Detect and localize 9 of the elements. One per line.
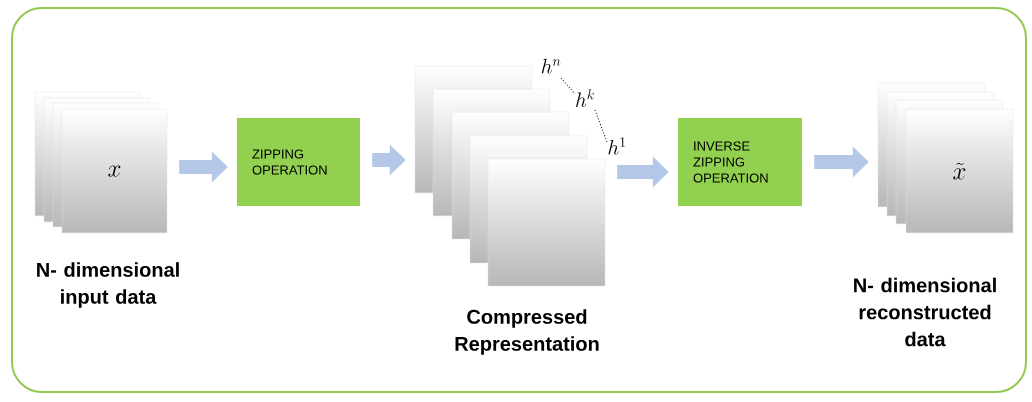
caption: N- dimensional reconstructed data bbox=[854, 277, 996, 347]
layer-label: $h^k$ bbox=[576, 89, 594, 107]
caption: N- dimensional input data bbox=[37, 262, 179, 308]
process-box: ZIPPING OPERATION bbox=[237, 118, 360, 206]
sheet-stack: $\tilde{x}$ bbox=[877, 82, 1014, 234]
layer-label: $h^n$ bbox=[541, 58, 561, 74]
sheet-stack: $x$ bbox=[34, 91, 168, 234]
process-box: INVERSE ZIPPING OPERATION bbox=[678, 118, 802, 206]
caption: Compressed Representation bbox=[455, 309, 599, 355]
